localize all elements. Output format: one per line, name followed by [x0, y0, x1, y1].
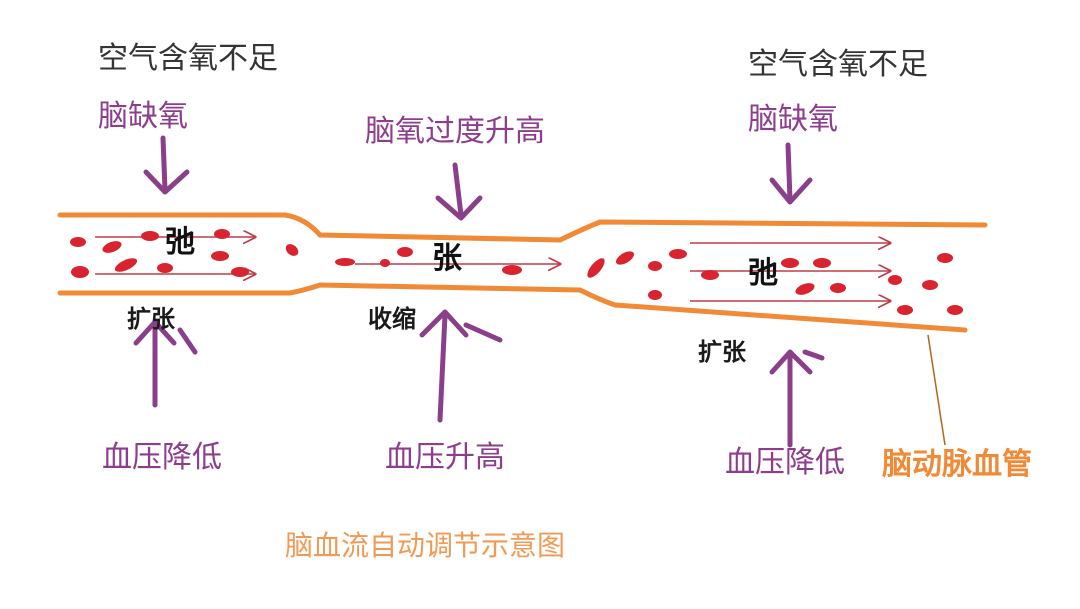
blood-cell — [648, 290, 662, 300]
blood-cell — [397, 247, 413, 257]
vessel-motion-left: 扩张 — [127, 305, 175, 333]
blood-cell — [211, 251, 229, 261]
blood-cell — [922, 280, 938, 290]
down-arrow-left — [143, 135, 190, 195]
vessel-upper-wall — [57, 212, 988, 243]
vessel-state-middle: 张 — [432, 241, 462, 276]
blood-cell — [813, 258, 831, 268]
cause-top-left: 空气含氧不足 — [98, 41, 278, 76]
blood-cell — [502, 265, 522, 275]
blood-cell — [648, 261, 662, 271]
blood-cell — [214, 229, 230, 239]
blood-cell — [888, 275, 902, 285]
effect-left: 血压降低 — [102, 440, 222, 475]
vessel-pointer-line — [927, 334, 946, 446]
up-arrow-middle — [419, 309, 503, 423]
effect-middle: 血压升高 — [385, 440, 505, 475]
cause-middle: 脑氧过度升高 — [365, 114, 545, 149]
blood-cell — [669, 249, 687, 259]
diagram-title: 脑血流自动调节示意图 — [285, 529, 566, 562]
down-arrow-right — [769, 142, 813, 205]
effect-right: 血压降低 — [725, 445, 845, 480]
vessel-state-left: 弛 — [165, 225, 195, 260]
vessel-label: 脑动脉血管 — [882, 447, 1032, 482]
vessel-motion-middle: 收缩 — [368, 305, 416, 333]
cause-arrows — [133, 135, 825, 448]
blood-cell — [937, 253, 953, 263]
up-arrow-right — [769, 349, 825, 448]
cause-left: 脑缺氧 — [98, 99, 188, 134]
blood-cell — [114, 258, 138, 272]
blood-cell — [947, 305, 963, 315]
vessel-lower-wall — [57, 282, 968, 333]
vessel-state-right: 弛 — [748, 256, 778, 291]
blood-cell — [70, 237, 86, 247]
blood-cell — [157, 263, 173, 273]
blood-cell — [781, 258, 799, 268]
blood-cell — [285, 244, 299, 256]
blood-cell — [231, 267, 249, 277]
blood-cell — [897, 305, 913, 315]
blood-cell — [380, 259, 390, 267]
blood-cells — [70, 229, 963, 315]
blood-cell — [615, 251, 635, 265]
blood-cell — [71, 266, 89, 278]
blood-cell — [795, 283, 815, 295]
blood-cell — [587, 258, 605, 278]
cause-right: 脑缺氧 — [748, 102, 838, 137]
blood-cell — [830, 283, 846, 293]
blood-cell — [701, 270, 719, 280]
down-arrow-middle — [435, 162, 483, 221]
blood-cell — [141, 231, 159, 241]
cause-top-right: 空气含氧不足 — [748, 47, 928, 82]
vessel-motion-right: 扩张 — [698, 338, 746, 366]
blood-cell — [335, 258, 355, 266]
up-arrow-left — [133, 319, 198, 408]
blood-cell — [102, 241, 122, 253]
